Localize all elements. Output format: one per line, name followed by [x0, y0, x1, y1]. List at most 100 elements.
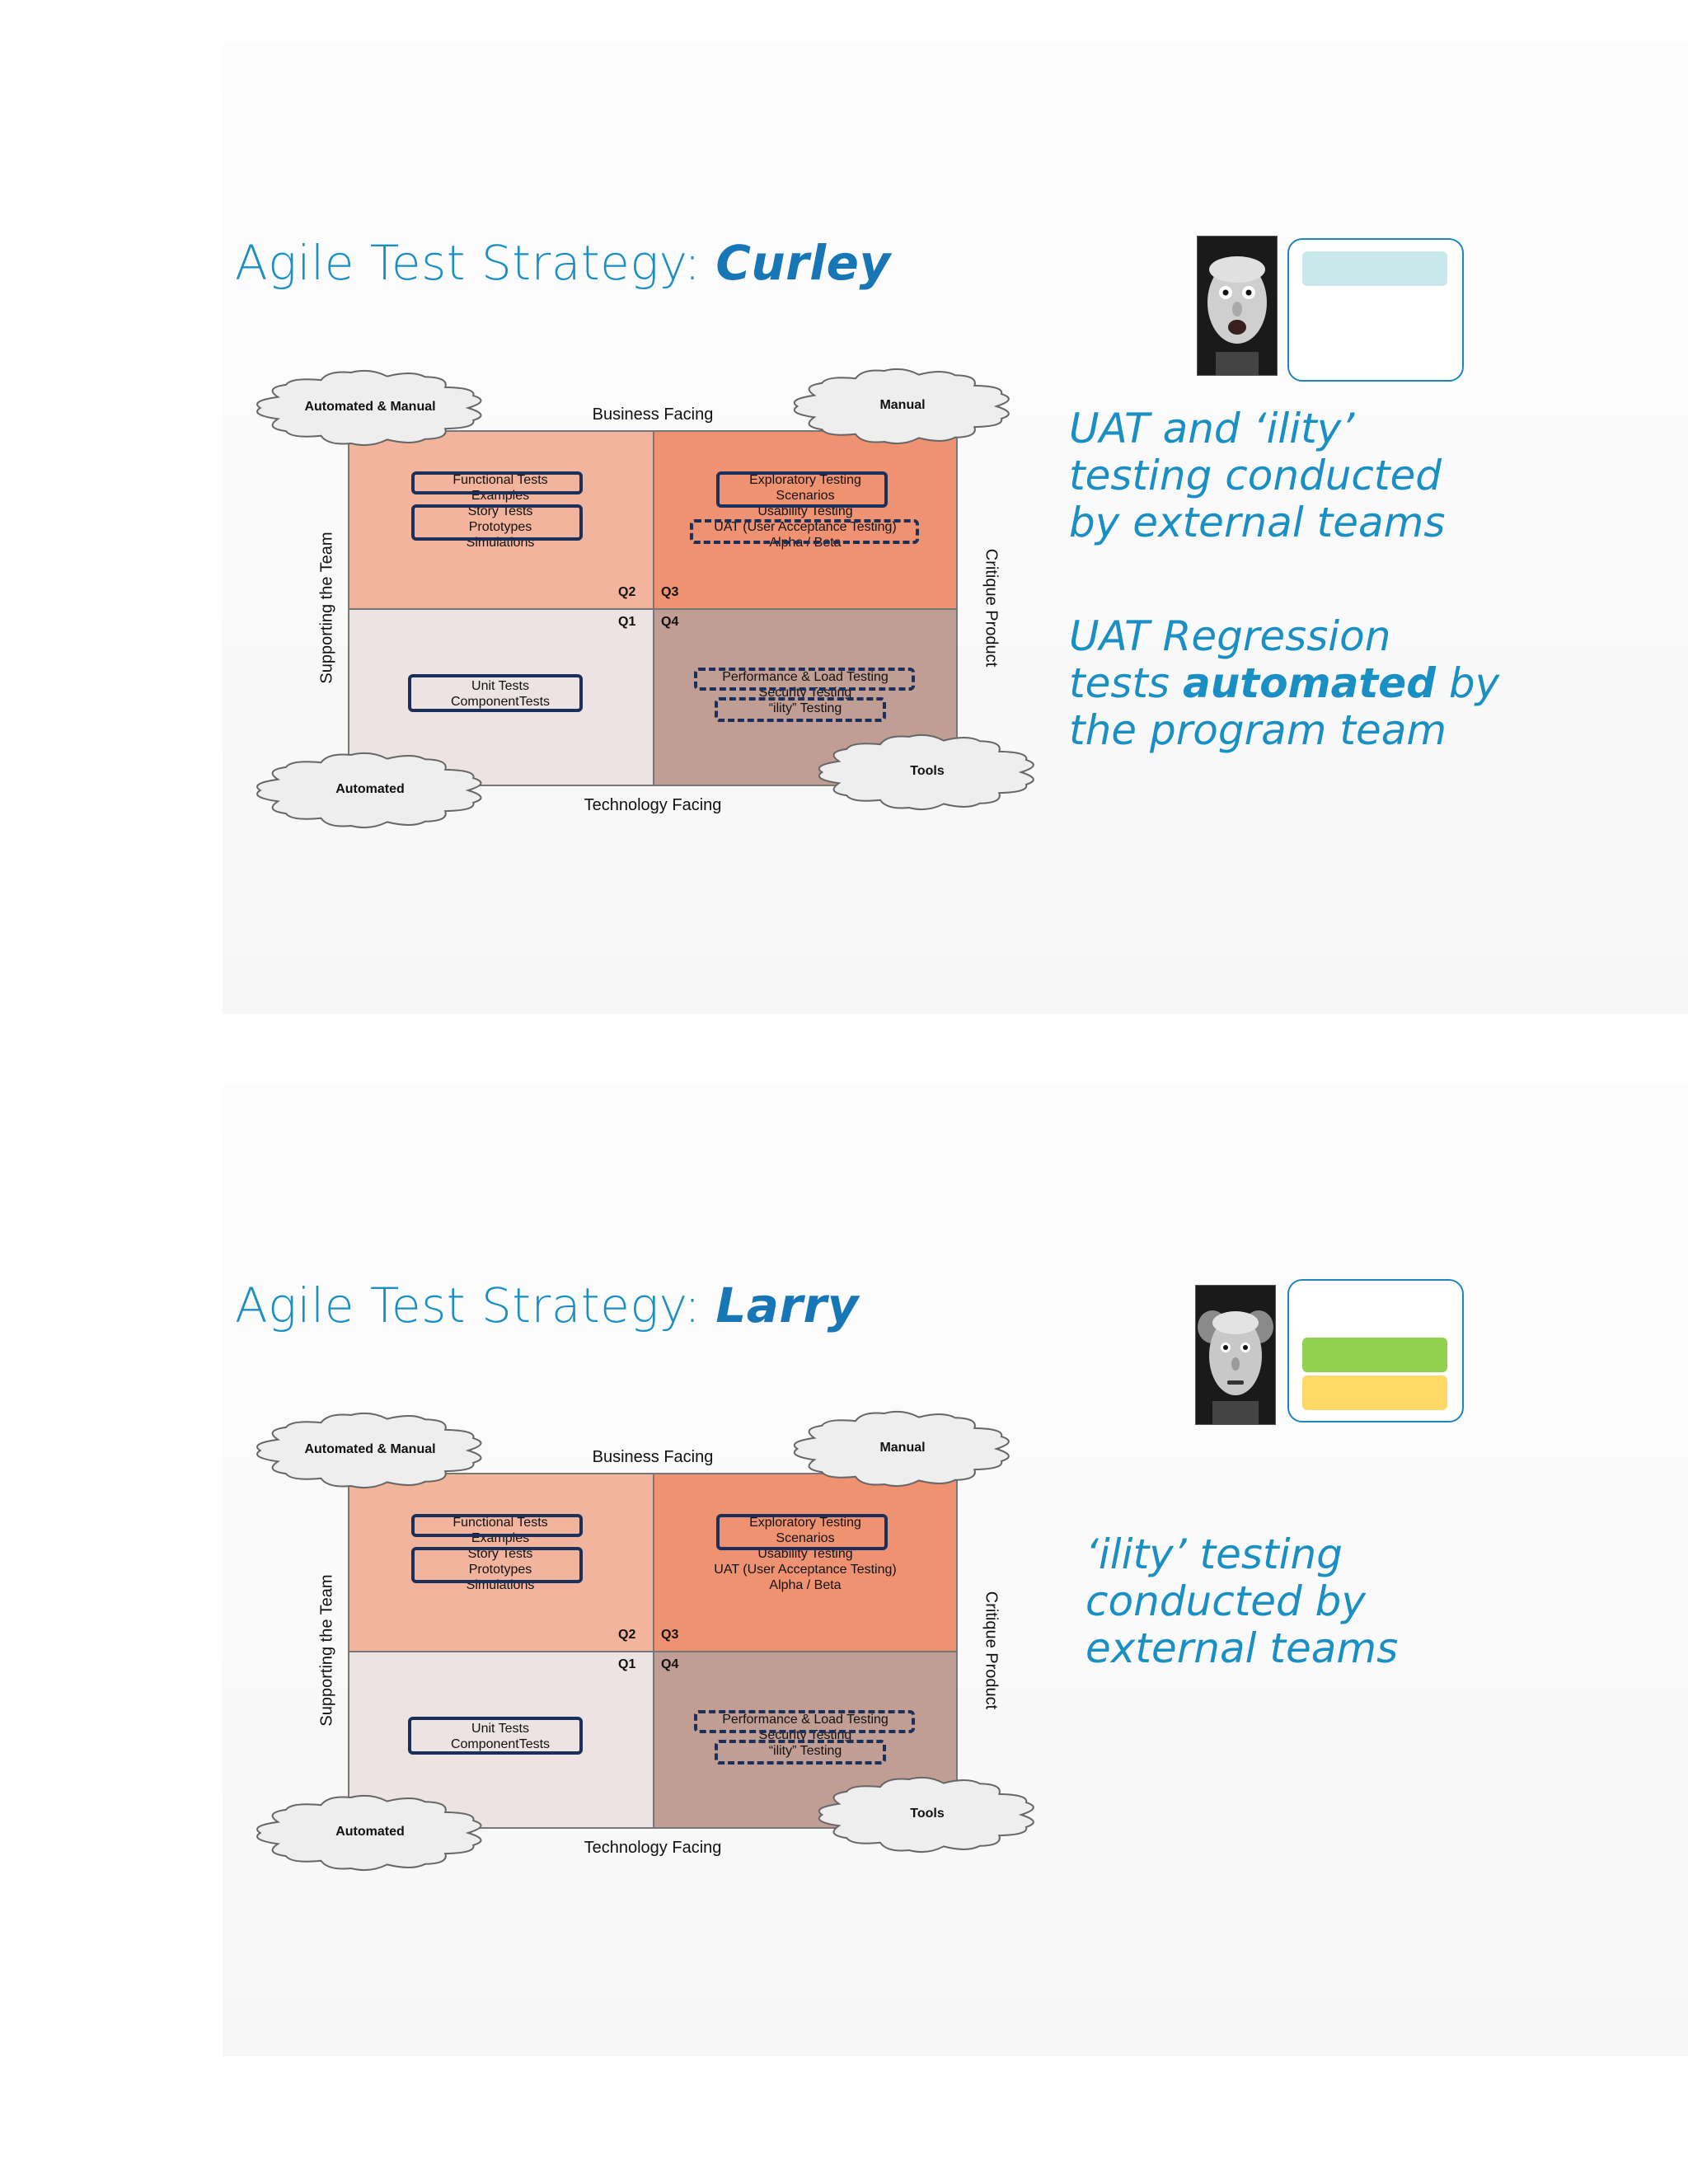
cloud-automated: Automated: [256, 1794, 482, 1872]
note-uat-regression: UAT Regression tests automated by the pr…: [1069, 613, 1499, 754]
cloud-manual: Manual: [793, 1410, 1010, 1488]
top-axis-label: Business Facing: [592, 1448, 714, 1466]
q4-item: Performance & Load Testing: [722, 670, 889, 684]
highlight-box: [411, 504, 583, 541]
right-axis-label: Critique Product: [982, 548, 1001, 668]
left-axis-label: Supporting the Team: [317, 1574, 336, 1727]
dashed-highlight-box: [694, 1710, 915, 1733]
q4-item: “ility” Testing: [768, 1744, 842, 1758]
cloud-label: Automated & Manual: [304, 400, 436, 414]
q1-item: ComponentTests: [450, 1737, 551, 1751]
right-axis-label: Critique Product: [982, 1591, 1001, 1710]
cloud-automated-manual: Automated & Manual: [256, 369, 482, 447]
slide-title: Agile Test Strategy:Larry: [235, 1277, 859, 1333]
cloud-shape: [818, 733, 1034, 811]
status-legend: [1287, 1279, 1464, 1422]
q3-item: Exploratory Testing: [749, 473, 861, 487]
q2-item: Functional Tests: [452, 1516, 548, 1530]
note-span: tests: [1069, 659, 1183, 707]
q1-item: ComponentTests: [450, 695, 551, 709]
note-emphasis: automated: [1182, 659, 1436, 707]
q3-item: Scenarios: [776, 1531, 835, 1545]
quadrant-q3: [653, 1473, 958, 1651]
cloud-automated: Automated: [256, 752, 482, 829]
q2-item: Story Tests: [467, 1547, 533, 1561]
quadrant-number: Q3: [661, 1628, 679, 1642]
slide-curley: Agile Test Strategy:Curley UAT and ‘ilit…: [0, 0, 1688, 1038]
cloud-label: Tools: [910, 1807, 945, 1821]
cloud-shape: [256, 1794, 482, 1872]
q1-item: Unit Tests: [471, 1722, 529, 1736]
quadrant-number: Q4: [661, 1657, 679, 1671]
highlight-box: [411, 1547, 583, 1583]
q4-item: “ility” Testing: [768, 701, 842, 715]
note-line: the program team: [1069, 706, 1447, 754]
larry-photo: [1195, 1285, 1276, 1425]
grid-divider-h: [348, 1651, 958, 1652]
dashed-highlight-box: [715, 697, 886, 722]
note-line: testing conducted: [1069, 452, 1442, 499]
q3-item: Scenarios: [776, 489, 835, 503]
note-span: by: [1436, 659, 1500, 707]
grid-divider-h: [348, 608, 958, 610]
q2-item: Prototypes: [468, 1563, 532, 1577]
cloud-label: Manual: [879, 398, 926, 412]
q3-item: Usability Testing: [757, 504, 853, 518]
dashed-highlight-box: [694, 668, 915, 691]
title-name: Larry: [715, 1277, 859, 1333]
slide-larry: Agile Test Strategy:Larry ‘ility’ testin…: [0, 1043, 1688, 2081]
note-line: ‘ility’ testing: [1085, 1530, 1343, 1578]
cloud-automated-manual: Automated & Manual: [256, 1412, 482, 1489]
quadrant-number: Q2: [618, 585, 636, 599]
legend-bar: [1302, 1376, 1447, 1410]
note-uat-ility: UAT and ‘ility’ testing conducted by ext…: [1069, 405, 1445, 546]
q3-item: UAT (User Acceptance Testing): [714, 520, 897, 534]
highlight-box: [716, 1514, 888, 1550]
cloud-manual: Manual: [793, 368, 1010, 445]
note-line: UAT Regression: [1069, 612, 1391, 660]
status-legend: [1287, 238, 1464, 382]
bottom-axis-label: Technology Facing: [584, 1839, 722, 1857]
cloud-shape: [256, 1412, 482, 1489]
cloud-label: Automated: [335, 782, 405, 796]
quadrant-q2: [348, 430, 653, 608]
title-name: Curley: [715, 235, 891, 291]
cloud-shape: [256, 752, 482, 829]
quadrant-q2: [348, 1473, 653, 1651]
note-ility: ‘ility’ testing conducted by external te…: [1085, 1531, 1398, 1672]
highlight-box: [408, 674, 583, 712]
cloud-shape: [793, 1410, 1010, 1488]
q2-item: Prototypes: [468, 520, 532, 534]
q3-item: Usability Testing: [757, 1547, 853, 1561]
highlight-box: [716, 471, 888, 508]
q1-item: Unit Tests: [471, 679, 529, 693]
quadrant-number: Q4: [661, 615, 679, 629]
note-line: conducted by: [1085, 1577, 1367, 1625]
cloud-shape: [818, 1776, 1034, 1854]
quadrant-number: Q3: [661, 585, 679, 599]
cloud-shape: [793, 368, 1010, 445]
cloud-label: Automated: [335, 1825, 405, 1839]
q3-item: Alpha / Beta: [769, 1578, 842, 1592]
note-line: UAT and ‘ility’: [1069, 405, 1355, 452]
q4-item: Performance & Load Testing: [722, 1713, 889, 1727]
dashed-highlight-box: [690, 519, 919, 544]
quadrant-number: Q2: [618, 1628, 636, 1642]
cloud-tools: Tools: [818, 733, 1034, 811]
slide-title: Agile Test Strategy:Curley: [235, 235, 891, 291]
dashed-highlight-box: [715, 1740, 886, 1765]
top-axis-label: Business Facing: [592, 405, 714, 424]
cloud-label: Manual: [879, 1441, 926, 1455]
cloud-shape: [256, 369, 482, 447]
quadrant-number: Q1: [618, 615, 636, 629]
legend-bar: [1302, 251, 1447, 286]
title-prefix: Agile Test Strategy:: [235, 235, 701, 291]
note-line: tests automated by: [1069, 660, 1499, 707]
q3-item: Exploratory Testing: [749, 1516, 861, 1530]
cloud-label: Tools: [910, 764, 945, 778]
title-prefix: Agile Test Strategy:: [235, 1277, 701, 1333]
curley-photo: [1197, 236, 1278, 376]
cloud-label: Automated & Manual: [304, 1442, 436, 1456]
q2-item: Functional Tests: [452, 473, 548, 487]
